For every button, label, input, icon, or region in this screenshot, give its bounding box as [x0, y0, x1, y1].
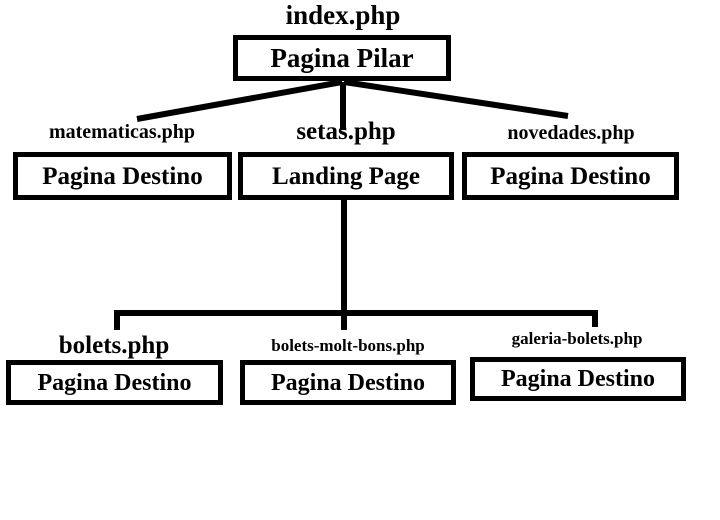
node-landing-page: Landing Page — [238, 152, 454, 200]
node-matematicas-destino-label: Pagina Destino — [42, 162, 203, 190]
node-landing-page-label: Landing Page — [272, 162, 420, 190]
caption-galeria-bolets-php: galeria-bolets.php — [511, 329, 643, 348]
node-novedades-destino-label: Pagina Destino — [490, 162, 651, 190]
caption-bolets-molt-bons-php: bolets-molt-bons.php — [271, 336, 425, 355]
caption-novedades-php: novedades.php — [507, 122, 635, 144]
node-galeria-bolets-destino-label: Pagina Destino — [500, 366, 655, 392]
node-bolets-molt-bons-destino: Pagina Destino — [240, 360, 456, 405]
node-pagina-pilar: Pagina Pilar — [233, 35, 451, 81]
node-novedades-destino: Pagina Destino — [462, 152, 679, 200]
caption-setas-php: setas.php — [296, 118, 396, 145]
edge-pilar-to-novedades — [343, 79, 569, 119]
node-galeria-bolets-destino: Pagina Destino — [470, 357, 686, 401]
node-matematicas-destino: Pagina Destino — [13, 152, 232, 200]
node-bolets-destino-label: Pagina Destino — [37, 369, 192, 396]
caption-bolets-php: bolets.php — [58, 332, 170, 359]
node-bolets-molt-bons-destino-label: Pagina Destino — [270, 369, 425, 396]
edge-pilar-to-matematicas — [136, 79, 343, 122]
caption-index-php: index.php — [285, 0, 401, 30]
node-bolets-destino: Pagina Destino — [6, 360, 223, 405]
caption-matematicas-php: matematicas.php — [48, 121, 196, 143]
node-pagina-pilar-label: Pagina Pilar — [270, 42, 414, 73]
